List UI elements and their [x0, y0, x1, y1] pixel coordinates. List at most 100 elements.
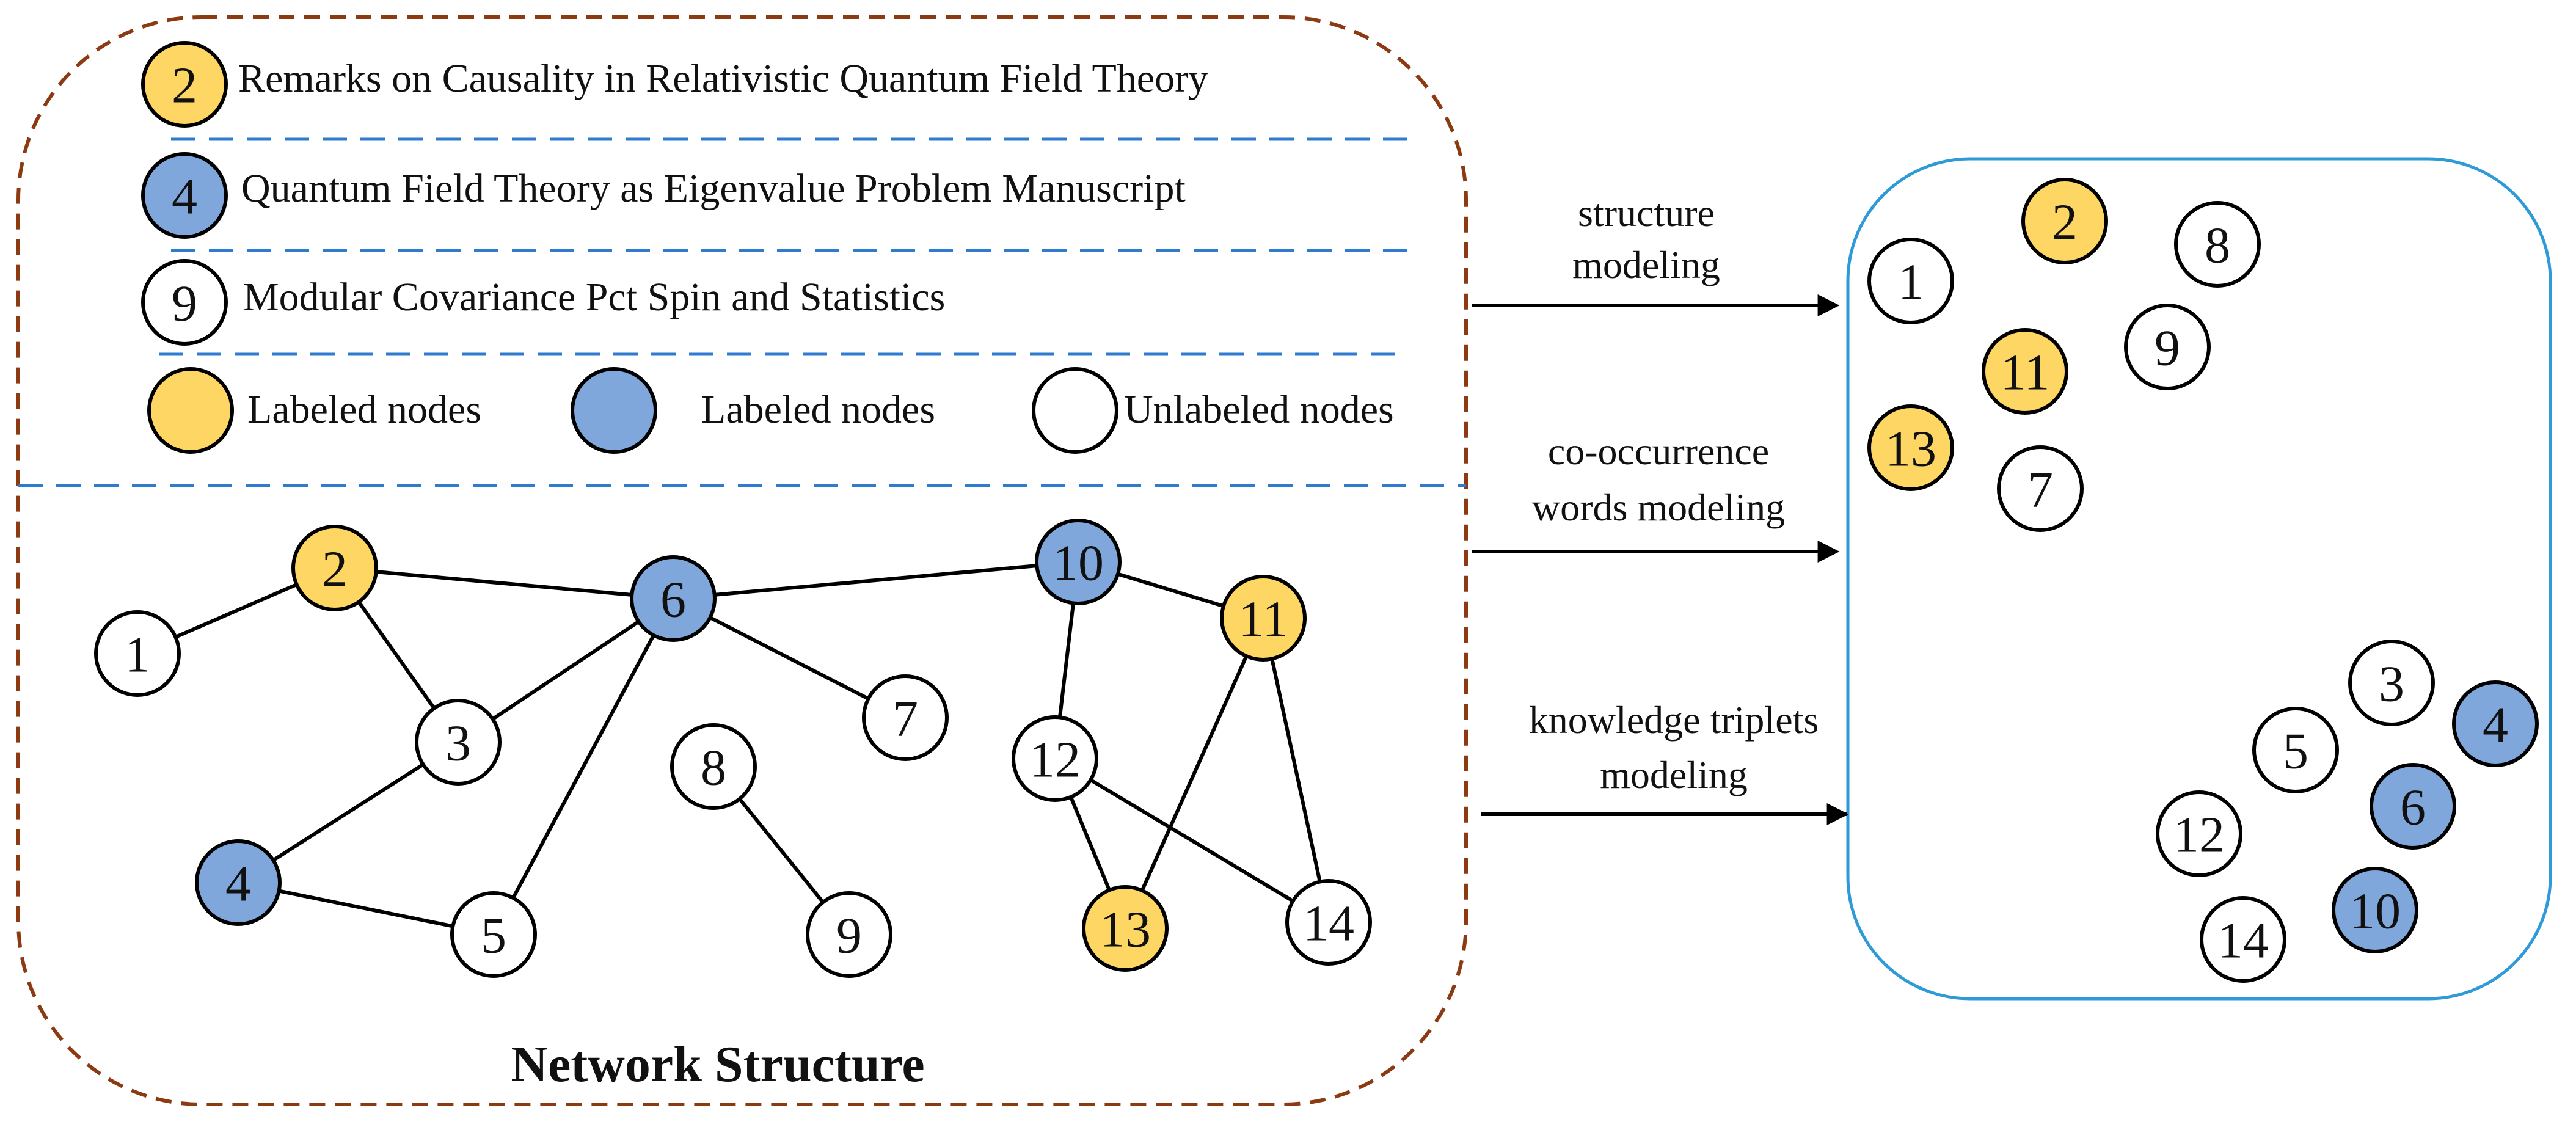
legend-paper-id: 2	[172, 57, 197, 114]
network-node-circle	[1082, 885, 1169, 972]
result-node-13: 13	[1867, 404, 1954, 491]
result-node-4: 4	[2452, 680, 2539, 767]
result-node-3: 3	[2348, 640, 2435, 726]
result-node-label: 3	[2379, 656, 2404, 713]
arrow-label-line: co-occurrence	[1548, 429, 1769, 473]
network-node-14: 14	[1285, 879, 1372, 966]
network-node-circle	[806, 891, 892, 978]
network-edge-5-6	[492, 597, 675, 936]
legend-paper-title: Remarks on Causality in Relativistic Qua…	[238, 56, 1208, 101]
network-structure-title: Network Structure	[511, 1036, 924, 1093]
legend-key-label: Labeled nodes	[247, 387, 481, 432]
network-node-label: 10	[1053, 535, 1104, 592]
network-node-12: 12	[1012, 715, 1098, 802]
arrow-label-line: modeling	[1600, 753, 1748, 796]
result-node-label: 14	[2217, 913, 2269, 969]
result-node-label: 9	[2155, 320, 2180, 377]
legend-paper-row: 4 Quantum Field Theory as Eigenvalue Pro…	[141, 152, 1186, 239]
legend-paper-node	[141, 259, 228, 346]
network-edge-3-4	[237, 740, 459, 884]
network-node-label: 2	[322, 541, 348, 598]
network-node-label: 5	[481, 908, 506, 964]
arrow-label-line: knowledge triplets	[1529, 698, 1819, 742]
network-node-11: 11	[1220, 575, 1307, 662]
network-node-13: 13	[1082, 885, 1169, 972]
result-node-1: 1	[1867, 238, 1954, 324]
network-node-8: 8	[670, 723, 757, 810]
network-node-circle	[94, 610, 181, 697]
legend-paper-id: 4	[172, 169, 197, 225]
network-node-9: 9	[806, 891, 892, 978]
network-edge-11-13	[1123, 617, 1265, 930]
legend-paper-title: Quantum Field Theory as Eigenvalue Probl…	[241, 166, 1186, 211]
legend-separators	[18, 137, 1466, 487]
result-node-label: 4	[2483, 697, 2508, 754]
result-node-circle	[2452, 680, 2539, 767]
result-node-6: 6	[2370, 763, 2456, 850]
legend-paper-title: Modular Covariance Pct Spin and Statisti…	[243, 275, 945, 319]
left-panel-border	[16, 15, 1468, 1106]
network-edge-12-14	[1054, 757, 1330, 924]
network-node-label: 7	[892, 691, 918, 748]
result-node-circle	[2332, 867, 2418, 953]
result-node-label: 13	[1885, 421, 1936, 478]
result-node-circle	[2021, 178, 2108, 264]
knowledge-triplets-arrow: knowledge triplets modeling	[1481, 698, 1849, 825]
network-node-label: 9	[836, 908, 862, 964]
result-node-circle	[2124, 304, 2211, 390]
network-node-10: 10	[1035, 519, 1122, 605]
result-node-7: 7	[1997, 445, 2084, 532]
result-node-label: 6	[2400, 779, 2426, 836]
network-node-circle	[415, 699, 502, 786]
result-node-9: 9	[2124, 304, 2211, 390]
result-node-circle	[1982, 328, 2068, 415]
legend-key-swatch-blue	[571, 367, 657, 454]
network-node-1: 1	[94, 610, 181, 697]
network-node-circle	[630, 555, 717, 642]
network-node-circle	[1285, 879, 1372, 966]
result-node-label: 11	[2001, 344, 2050, 401]
result-node-circle	[2200, 896, 2286, 983]
arrow-label-line: modeling	[1572, 243, 1720, 286]
network-edge-4-5	[238, 881, 494, 936]
result-node-circle	[2252, 707, 2339, 793]
result-node-label: 7	[2027, 462, 2053, 519]
network-node-circle	[1035, 519, 1122, 605]
co-occurrence-modeling-arrow: co-occurrence words modeling	[1472, 429, 1840, 563]
network-node-label: 3	[445, 715, 471, 772]
legend-paper-node	[141, 41, 228, 128]
network-node-label: 14	[1303, 895, 1354, 952]
legend-paper-node	[141, 152, 228, 239]
result-node-12: 12	[2156, 790, 2242, 877]
network-edge-6-10	[673, 560, 1079, 600]
network-node-2: 2	[291, 525, 378, 611]
network-node-circle	[450, 891, 537, 978]
network-node-7: 7	[862, 674, 949, 761]
network-node-4: 4	[195, 839, 282, 926]
network-node-circle	[670, 723, 757, 810]
result-node-label: 5	[2283, 723, 2308, 780]
result-node-circle	[1867, 404, 1954, 491]
network-node-5: 5	[450, 891, 537, 978]
network-edge-2-6	[334, 566, 674, 600]
result-node-14: 14	[2200, 896, 2286, 983]
legend-paper-row: 9 Modular Covariance Pct Spin and Statis…	[141, 259, 945, 346]
result-node-5: 5	[2252, 707, 2339, 793]
result-node-label: 8	[2205, 217, 2230, 274]
result-node-8: 8	[2174, 201, 2261, 288]
arrow-label-line: structure	[1578, 191, 1715, 235]
arrow-label-line: words modeling	[1532, 486, 1785, 529]
legend-key-swatch-yellow	[147, 367, 234, 454]
legend-key-label: Unlabeled nodes	[1124, 387, 1394, 432]
network-node-label: 11	[1239, 591, 1288, 648]
result-node-label: 1	[1898, 254, 1924, 311]
network-node-circle	[195, 839, 282, 926]
result-node-circle	[1997, 445, 2084, 532]
network-node-label: 12	[1029, 732, 1081, 789]
result-node-circle	[2156, 790, 2242, 877]
result-node-circle	[1867, 238, 1954, 324]
legend-key-label: Labeled nodes	[701, 387, 935, 432]
network-edge-6-7	[672, 597, 907, 720]
